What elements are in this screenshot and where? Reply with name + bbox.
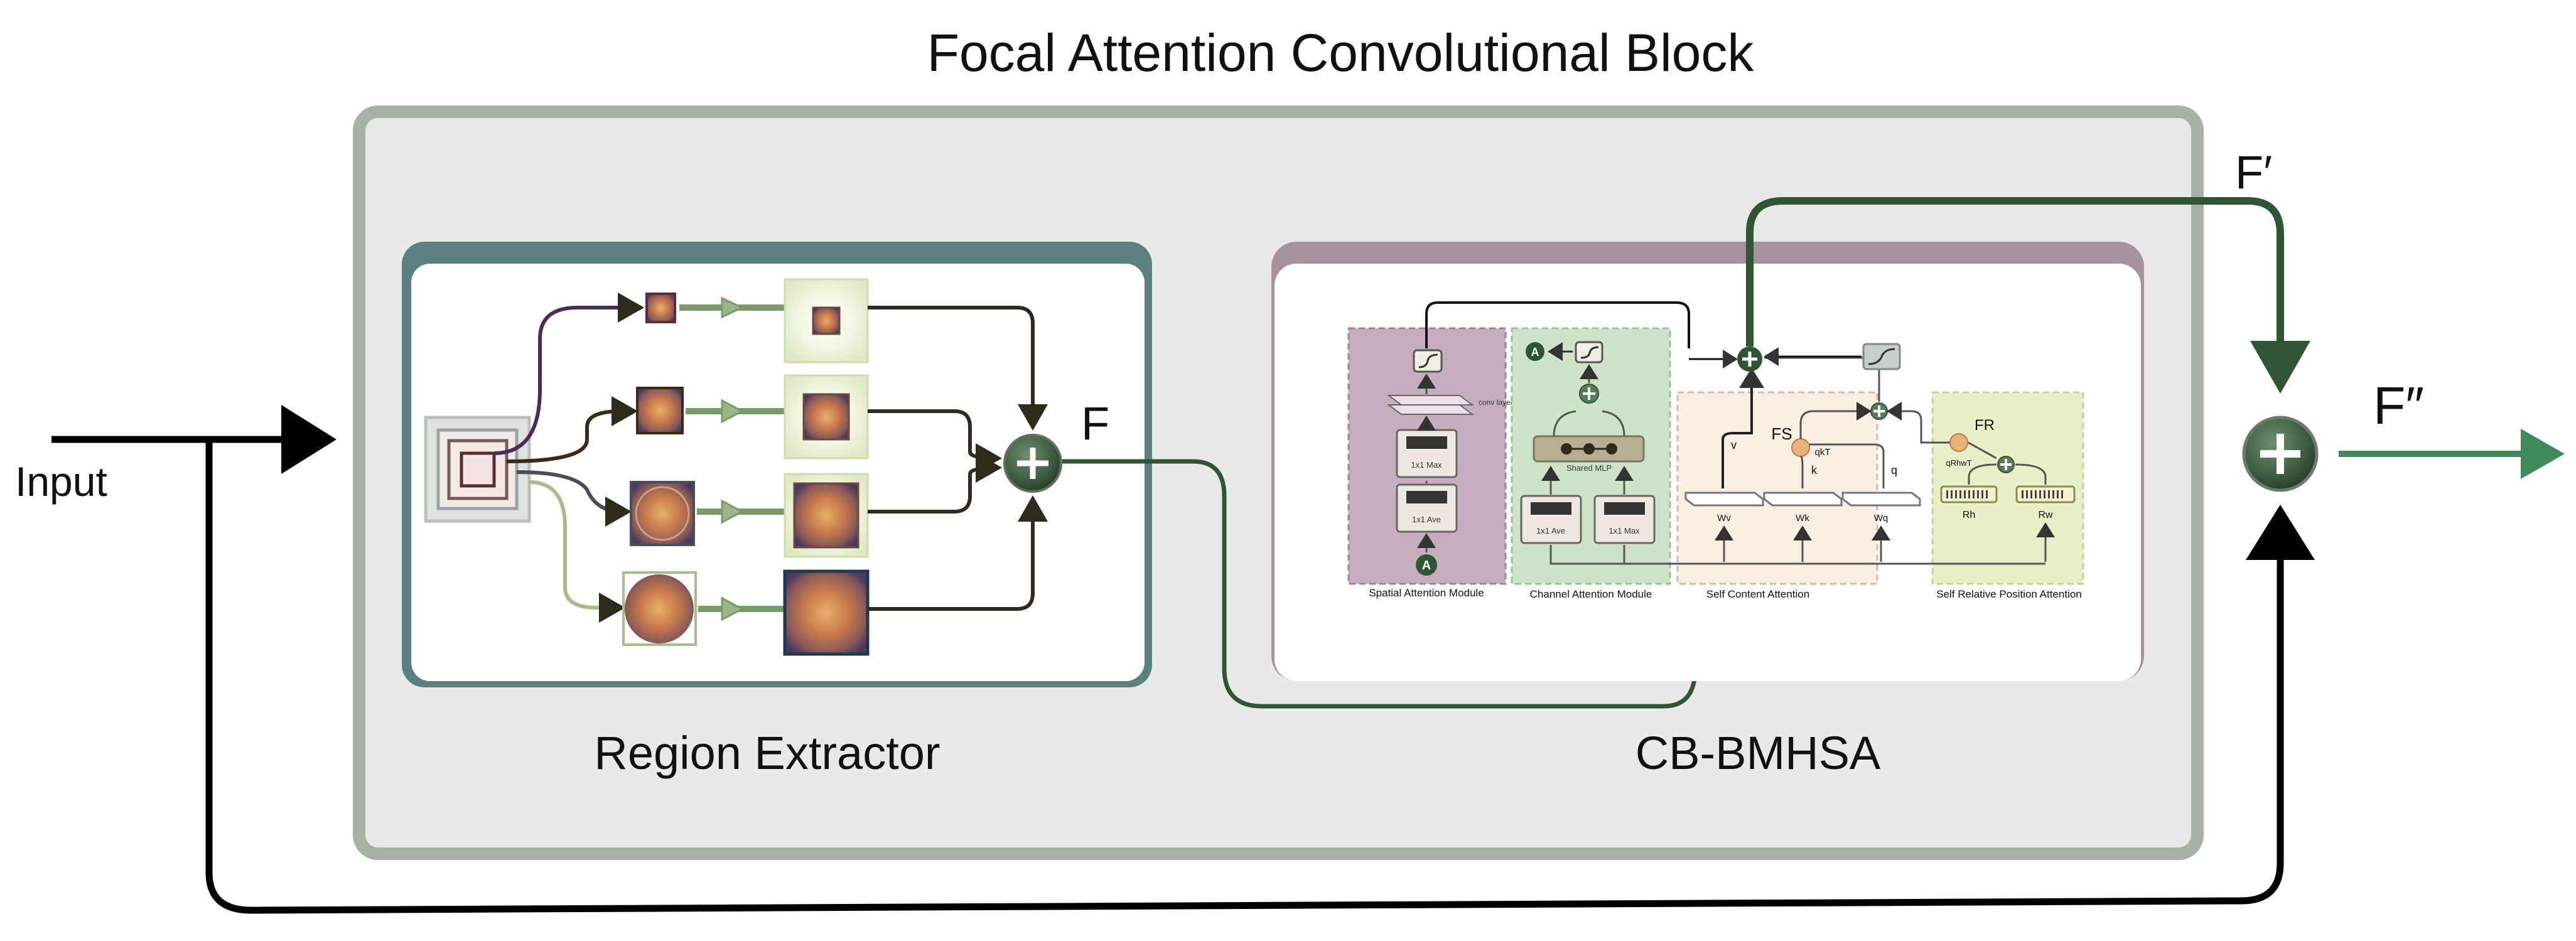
- channel-max-label: 1x1 Max: [1609, 526, 1640, 535]
- f-to-cb-connector: [1062, 459, 1713, 709]
- output-sum-node: [2242, 416, 2319, 492]
- crop-4: [622, 571, 697, 646]
- channel-ave-label: 1x1 Ave: [1536, 526, 1565, 535]
- self-content-label: Self Content Attention: [1706, 588, 1809, 600]
- fs-label: FS: [1771, 424, 1792, 443]
- qr-label: qRhwT: [1946, 458, 1971, 468]
- wq-label: Wq: [1874, 513, 1889, 524]
- wk-label: Wk: [1796, 513, 1809, 524]
- channel-a-marker: A: [1531, 346, 1539, 358]
- input-label: Input: [15, 458, 107, 505]
- nested-region-icon: [424, 416, 531, 523]
- shared-mlp-label: Shared MLP: [1566, 463, 1612, 473]
- upsampled-patch-2: [784, 374, 869, 460]
- rw-label: Rw: [2038, 510, 2053, 520]
- crop-1: [645, 293, 676, 323]
- upsampled-patch-1: [784, 278, 869, 363]
- spatial-max-label: 1x1 Max: [1411, 460, 1442, 470]
- branch-4-connector: [529, 480, 625, 623]
- channel-module-label: Channel Attention Module: [1530, 588, 1652, 600]
- merge-connectors: [868, 306, 1048, 611]
- residual-bypass-line: [205, 439, 2315, 914]
- region-extractor-caption: Region Extractor: [594, 727, 940, 779]
- f-double-prime-label: F″: [2373, 376, 2424, 435]
- region-sum-node: [1003, 434, 1062, 493]
- f-label: F: [1081, 397, 1109, 449]
- self-relative-label: Self Relative Position Attention: [1936, 588, 2082, 600]
- upsample-connectors: [679, 296, 785, 621]
- spatial-attention-module: conv layer 1x1 Max 1x1 Ave A: [1347, 301, 1690, 585]
- spatial-module-label: Spatial Attention Module: [1369, 587, 1484, 599]
- spatial-conv-layer-label: conv layer: [1479, 398, 1513, 407]
- branch-2-connector: [506, 396, 638, 463]
- v-label: v: [1731, 439, 1737, 451]
- spatial-ave-label: 1x1 Ave: [1412, 515, 1441, 524]
- f-prime-path: [1746, 197, 2310, 394]
- k-label: k: [1811, 464, 1818, 476]
- branch-1-connector: [493, 293, 644, 455]
- rh-label: Rh: [1963, 510, 1975, 520]
- qkt-label: qkT: [1814, 447, 1830, 458]
- fr-label: FR: [1975, 417, 1995, 434]
- self-relative-position-attention: FR qRhwT Rh Rw: [1887, 391, 2084, 585]
- cb-bmhsa-caption: CB-BMHSA: [1636, 727, 1881, 779]
- upsampled-patch-3: [784, 473, 869, 558]
- q-label: q: [1891, 464, 1897, 476]
- upsampled-patch-4: [783, 569, 870, 656]
- channel-attention-module: A Shared MLP 1x1 Ave 1x1 Max: [1511, 327, 1671, 585]
- crop-2: [636, 387, 684, 434]
- f-prime-label: F′: [2235, 146, 2272, 198]
- cb-top-sum-node: [1689, 343, 1901, 372]
- region-extractor-box: [402, 242, 1152, 687]
- self-content-attention: FS qkT v k q Wv Wk Wq: [1676, 357, 1921, 585]
- wv-label: Wv: [1717, 513, 1731, 524]
- crop-3: [630, 481, 695, 546]
- cb-input-distribution-line: [1549, 545, 2045, 565]
- spatial-a-marker: A: [1422, 559, 1431, 573]
- diagram-title: Focal Attention Convolutional Block: [927, 23, 1755, 82]
- branch-3-connector: [516, 470, 632, 527]
